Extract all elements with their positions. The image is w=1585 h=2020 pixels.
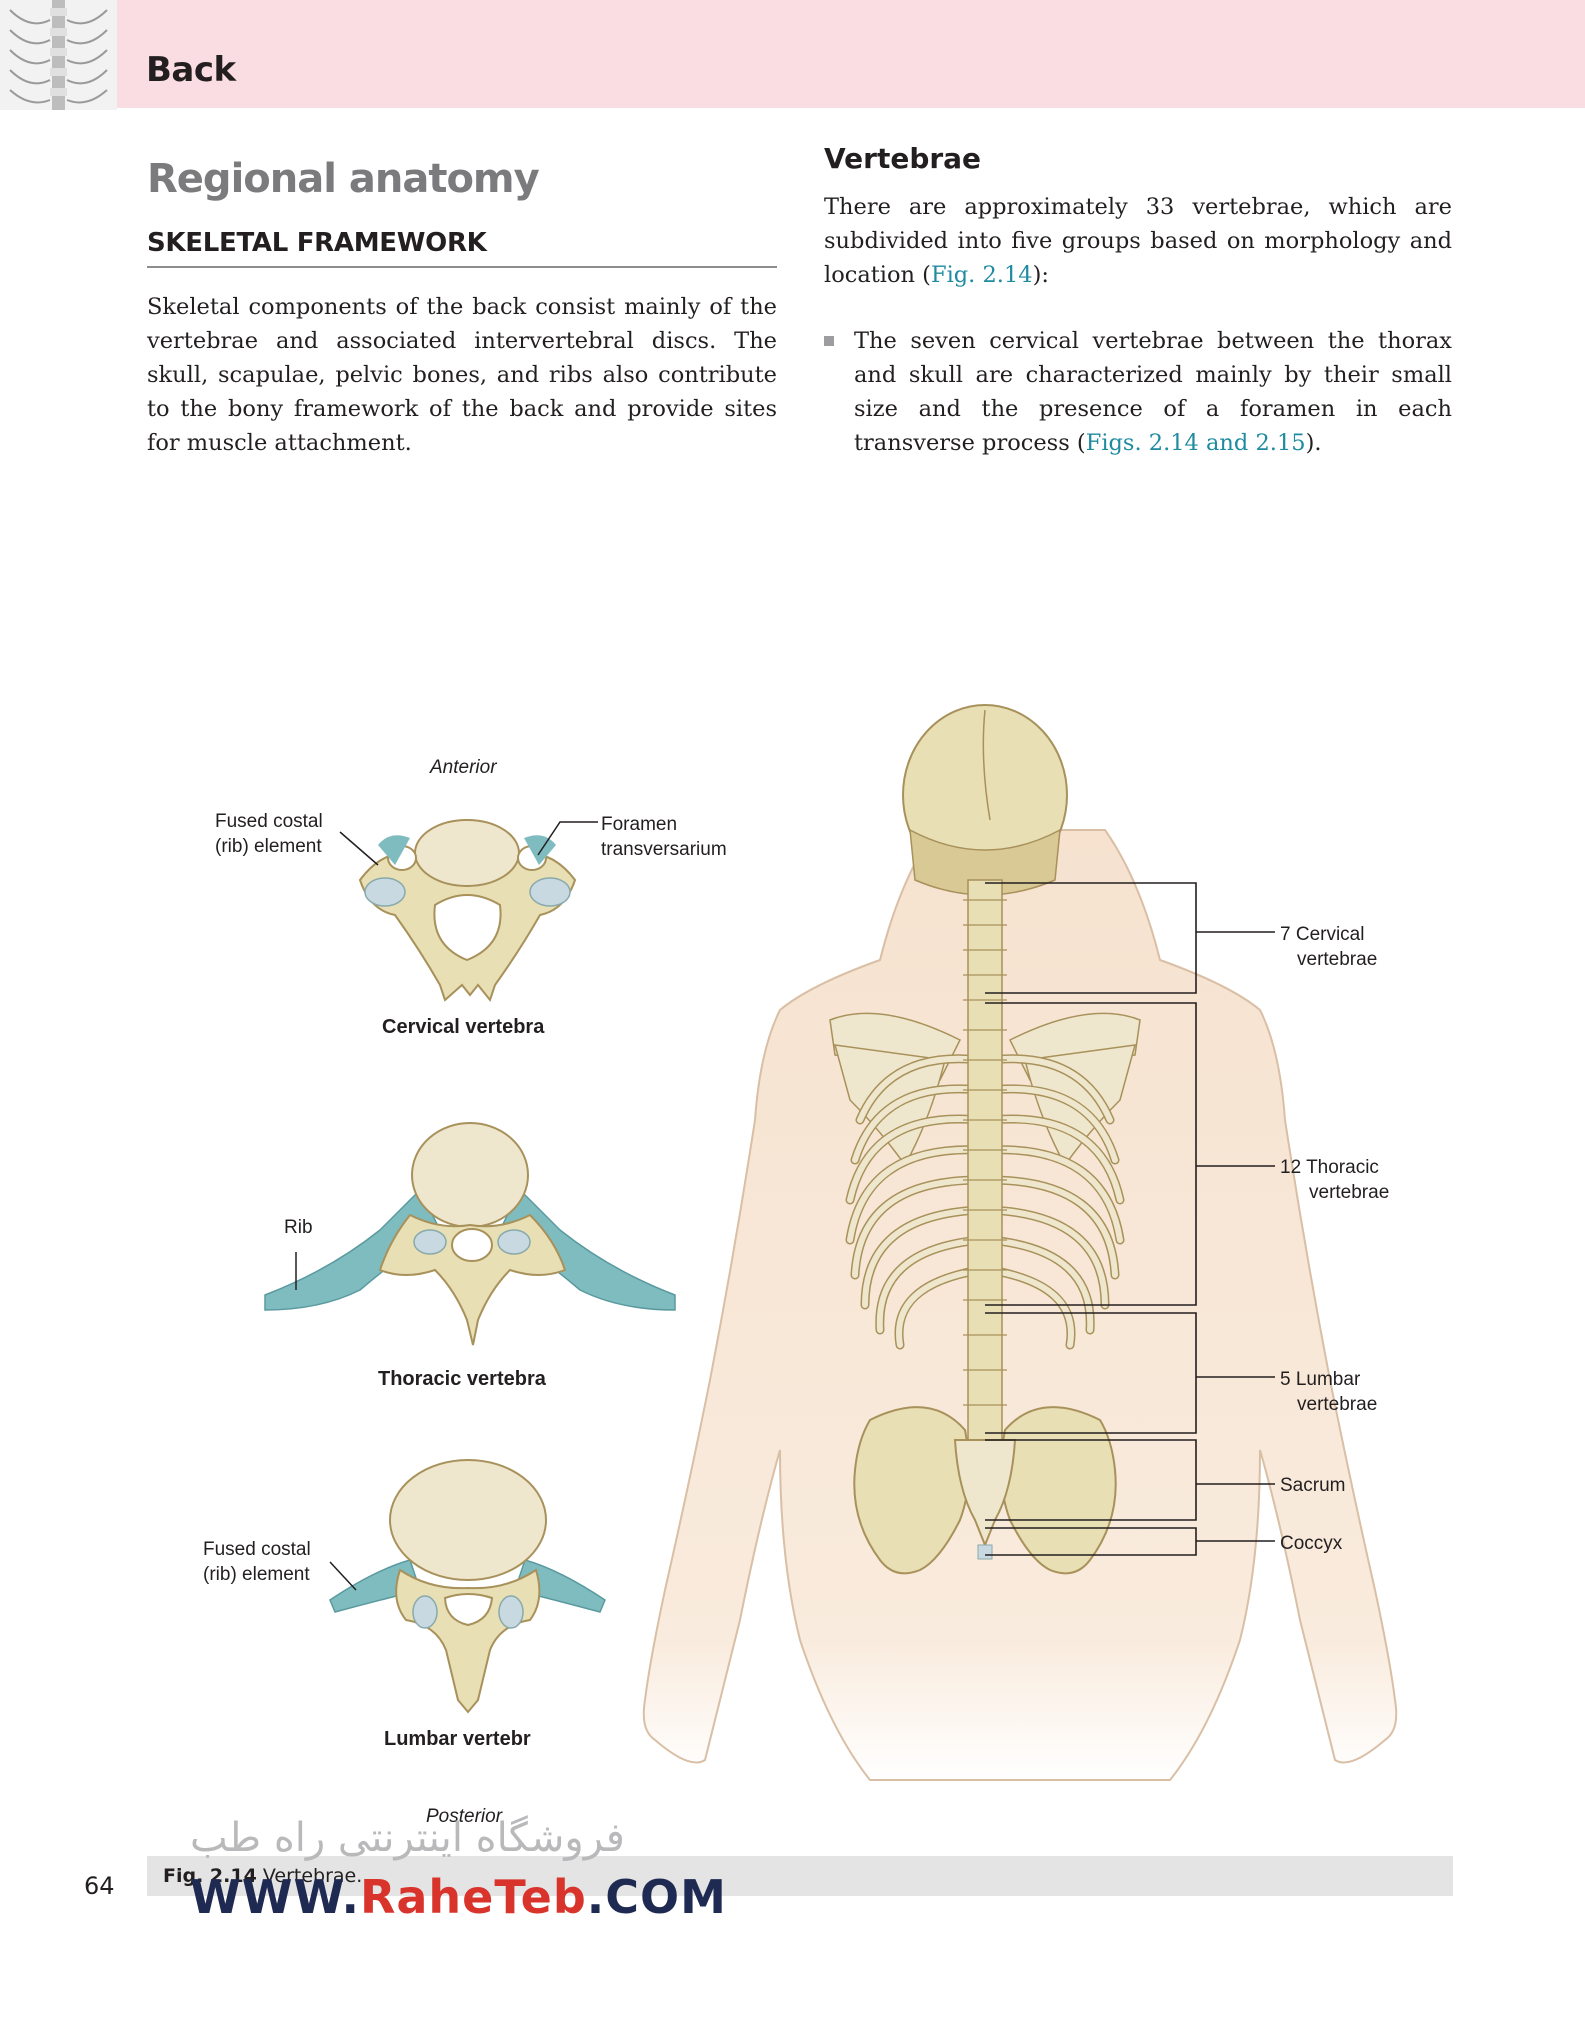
chapter-thumbnail-spine-icon	[0, 0, 117, 110]
watermark-url: WWW.RaheTeb.COM	[190, 1870, 727, 1924]
chapter-title: Back	[146, 50, 236, 90]
coccyx-label: Coccyx	[1280, 1533, 1343, 1554]
fused-costal-bottom-line1: Fused costal	[203, 1539, 311, 1560]
rib-label: Rib	[284, 1217, 313, 1238]
cervical-vertebra-label: Cervical vertebra	[382, 1016, 545, 1038]
bullet-text: The seven cervical vertebrae between the…	[854, 328, 1452, 456]
watermark-persian: فروشگاه اینترنتی راه طب	[190, 1815, 625, 1861]
caption-number: Fig. 2.14	[163, 1865, 257, 1887]
foramen-line1: Foramen	[601, 814, 677, 835]
header-band	[0, 0, 1585, 108]
thoracic-group-line1: 12 Thoracic	[1280, 1157, 1379, 1178]
figure-caption: Fig. 2.14 Vertebrae.	[163, 1865, 362, 1887]
thoracic-group-line2: vertebrae	[1309, 1182, 1389, 1203]
lumbar-group-line1: 5 Lumbar	[1280, 1369, 1361, 1390]
subsection-rule	[147, 266, 777, 268]
fused-costal-top-line1: Fused costal	[215, 811, 323, 832]
thoracic-vertebra-illustration	[264, 1122, 676, 1346]
vertebra-leader-lines	[295, 821, 598, 1591]
caption-text: Vertebrae.	[262, 1865, 363, 1887]
section-title: Regional anatomy	[147, 156, 540, 202]
lumbar-group-line2: vertebrae	[1297, 1394, 1377, 1415]
fused-costal-bottom-line2: (rib) element	[203, 1564, 310, 1585]
lumbar-vertebra-illustration	[329, 1459, 606, 1714]
cervical-group-line1: 7 Cervical	[1280, 924, 1364, 945]
vertebrae-heading: Vertebrae	[824, 142, 982, 175]
fig-2-14-link[interactable]: Fig. 2.14	[930, 262, 1033, 288]
intro-paragraph: Skeletal components of the back consist …	[147, 294, 777, 456]
caption-band	[147, 1856, 1453, 1896]
sacrum-label: Sacrum	[1280, 1475, 1345, 1496]
fused-costal-top-line2: (rib) element	[215, 836, 322, 857]
page-number: 64	[84, 1872, 115, 1900]
subsection-title: SKELETAL FRAMEWORK	[147, 228, 487, 258]
lumbar-vertebra-label: Lumbar vertebr	[384, 1728, 531, 1750]
figs-2-14-2-15-link[interactable]: Figs. 2.14 and 2.15	[1085, 430, 1306, 456]
posterior-label: Posterior	[426, 1806, 503, 1827]
cervical-group-line2: vertebrae	[1297, 949, 1377, 970]
cervical-vertebra-illustration	[358, 819, 577, 1003]
anterior-label: Anterior	[429, 757, 497, 778]
vertebrae-paragraph: There are approximately 33 vertebrae, wh…	[824, 194, 1452, 288]
spine-group-brackets	[985, 882, 1275, 1556]
bullet-marker-icon	[824, 336, 834, 346]
posterior-body-illustration	[642, 704, 1398, 1781]
thoracic-vertebra-label: Thoracic vertebra	[378, 1368, 547, 1390]
foramen-line2: transversarium	[601, 839, 727, 860]
